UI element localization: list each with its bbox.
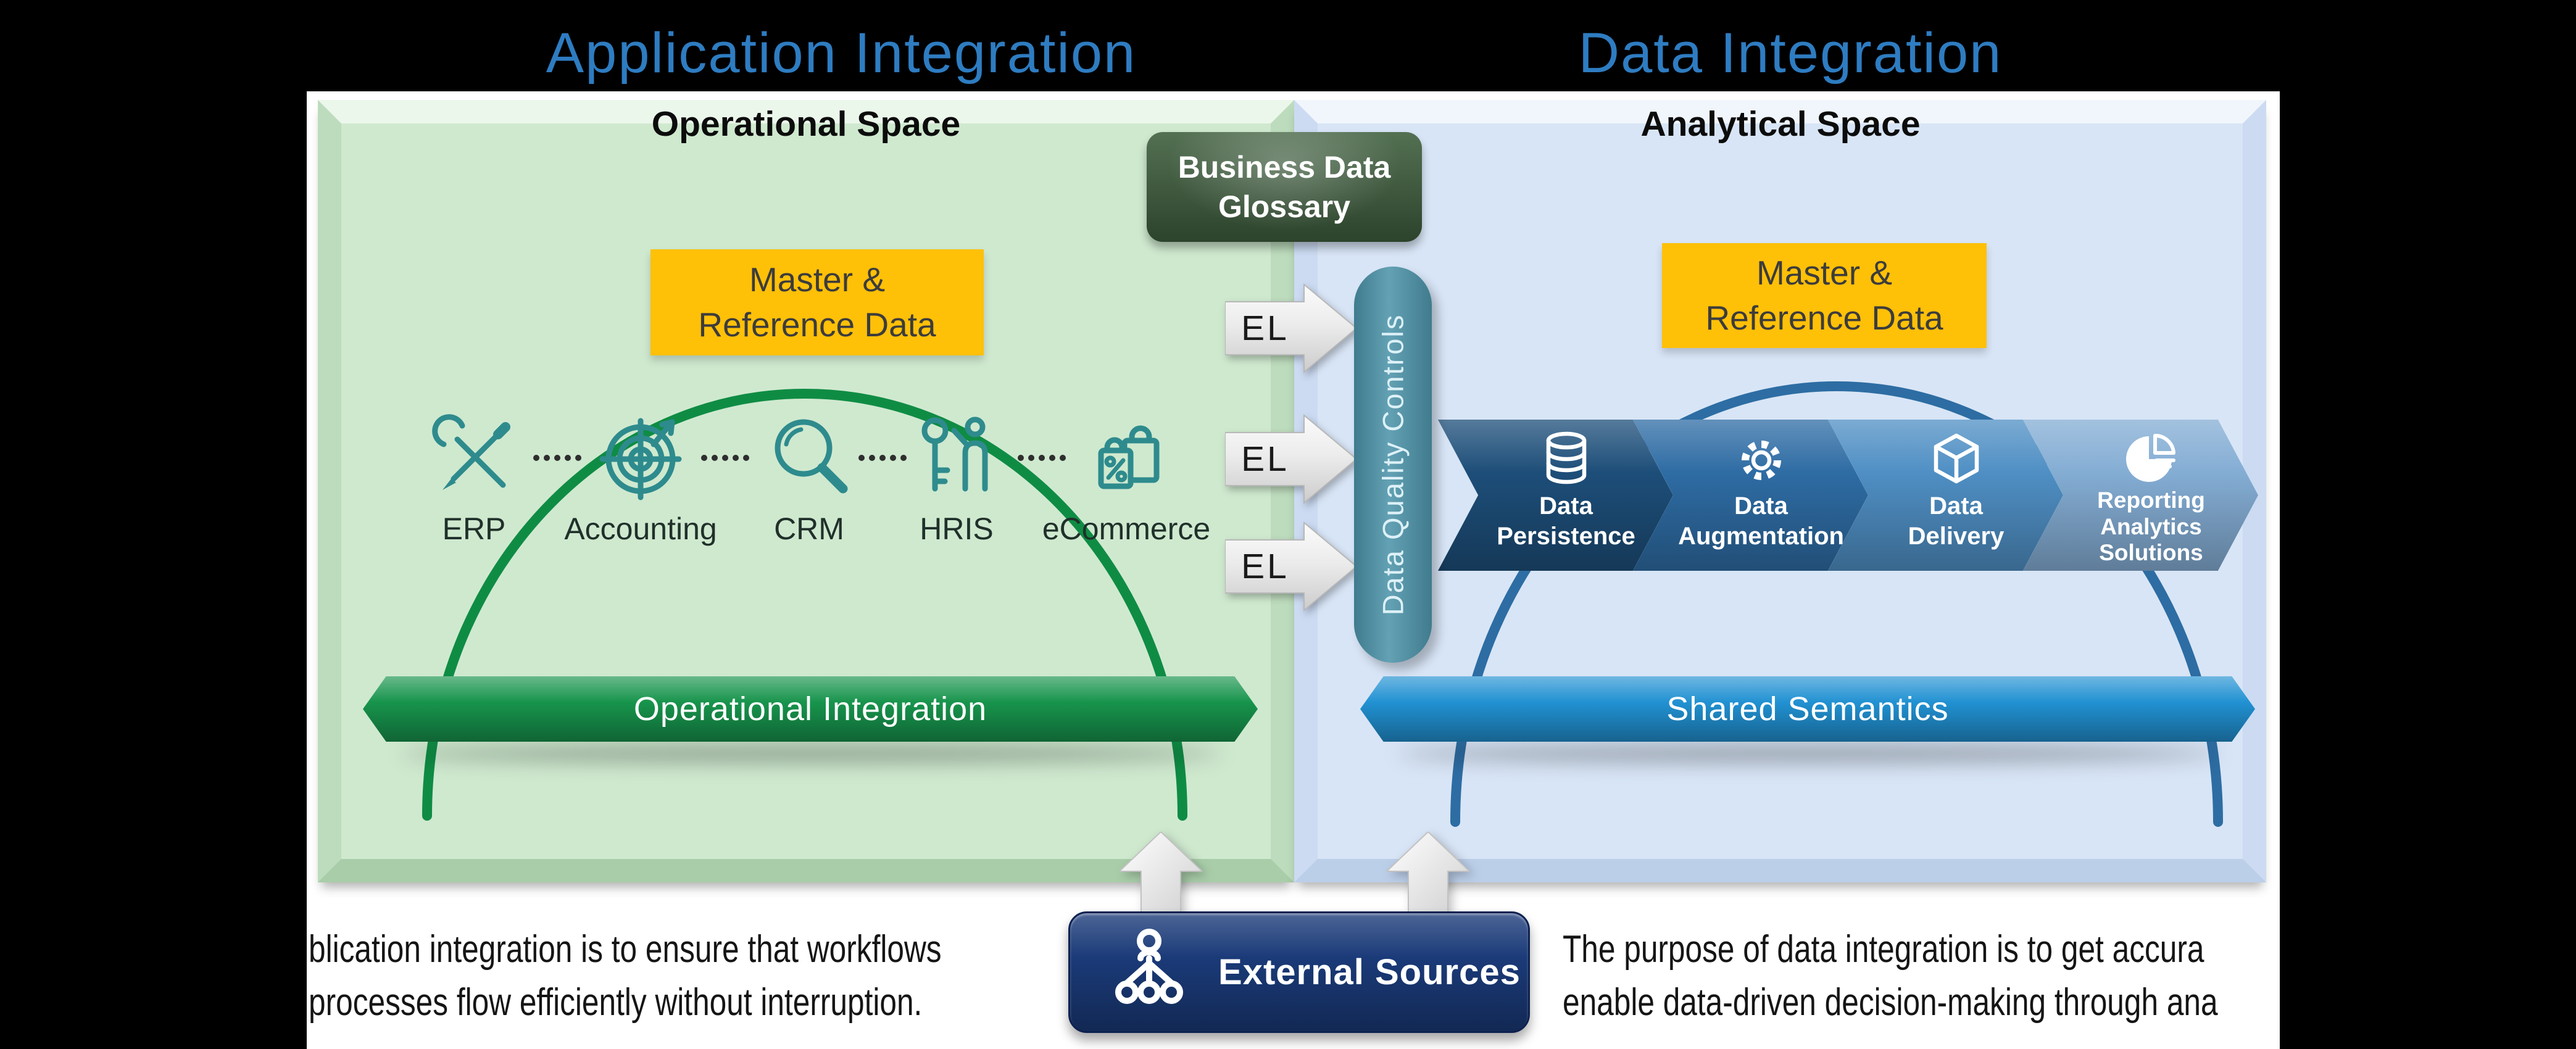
key-person-icon — [921, 417, 988, 492]
master-line2: Reference Data — [1705, 299, 1943, 337]
label-line: Delivery — [1908, 522, 2005, 550]
paragraph-line: blication integration is to ensure that … — [309, 928, 942, 971]
external-sources-box: External Sources — [1068, 911, 1530, 1033]
gear-icon — [1741, 441, 1781, 480]
target-icon — [599, 418, 682, 500]
el-label: EL — [1241, 547, 1289, 586]
label-line: Data — [1734, 492, 1788, 520]
letterbox-right — [2280, 0, 2576, 1049]
label-line: Persistence — [1497, 522, 1635, 550]
database-icon — [1546, 431, 1586, 484]
label-line: Augmentation — [1678, 522, 1844, 550]
pipeline-step-label: Data Persistence — [1497, 491, 1635, 552]
system-ecommerce: eCommerce — [1042, 410, 1210, 547]
letterbox-left — [0, 0, 307, 1049]
business-data-glossary-box: Business Data Glossary — [1147, 132, 1422, 242]
label-line: Reporting — [2097, 487, 2205, 513]
master-line1: Master & — [1756, 254, 1893, 292]
external-sources-label: External Sources — [1218, 952, 1521, 992]
master-reference-data-box-left: Master & Reference Data — [650, 249, 984, 355]
el-arrow-shape — [1224, 283, 1358, 374]
analytical-space-header: Analytical Space — [1640, 104, 1921, 144]
system-erp: ERP — [400, 410, 548, 547]
erp-icon — [432, 414, 510, 490]
master-reference-data-box-right: Master & Reference Data — [1662, 243, 1987, 348]
data-quality-controls-label: Data Quality Controls — [1376, 313, 1410, 616]
shared-semantics-banner: Shared Semantics — [1360, 676, 2255, 742]
el-arrow-shape — [1224, 521, 1358, 612]
banner-shadow — [401, 744, 1222, 763]
master-line1: Master & — [749, 260, 886, 299]
el-arrow-3: EL — [1224, 521, 1358, 612]
system-accounting: Accounting — [564, 410, 717, 547]
paragraph-line: processes flow efficiently without inter… — [309, 981, 923, 1024]
system-label: CRM — [774, 512, 844, 546]
up-arrow-icon — [1387, 832, 1469, 917]
master-line2: Reference Data — [698, 305, 936, 344]
el-arrow-1: EL — [1224, 283, 1358, 374]
glossary-line2: Glossary — [1218, 189, 1350, 224]
data-integration-title: Data Integration — [1578, 22, 2003, 85]
org-network-icon — [1115, 928, 1183, 1004]
application-integration-title: Application Integration — [546, 22, 1137, 85]
data-integration-text: The purpose of data integration is to ge… — [1563, 923, 2218, 1029]
system-crm: CRM — [735, 410, 883, 547]
operational-space-header: Operational Space — [651, 104, 961, 144]
label-line: Solutions — [2099, 540, 2203, 566]
el-arrow-2: EL — [1224, 413, 1358, 505]
paragraph-line: enable data-driven decision-making throu… — [1563, 981, 2218, 1024]
pipeline-step-label: Data Augmentation — [1678, 491, 1844, 552]
up-arrow-icon — [1120, 832, 1202, 917]
system-label: HRIS — [920, 512, 994, 546]
label-line: Data — [1539, 492, 1593, 520]
pipeline-step-label: Reporting Analytics Solutions — [2097, 487, 2205, 566]
shopping-bags-icon — [1098, 425, 1160, 489]
pie-chart-icon — [2125, 433, 2175, 482]
system-label: ERP — [442, 512, 506, 546]
glossary-line1: Business Data — [1178, 150, 1391, 185]
system-label: Accounting — [564, 512, 717, 546]
el-arrow-shape — [1224, 413, 1358, 505]
el-label: EL — [1241, 309, 1289, 348]
system-label: eCommerce — [1042, 512, 1211, 546]
label-line: Analytics — [2100, 513, 2202, 539]
operational-integration-banner: Operational Integration — [363, 676, 1258, 742]
application-integration-text: blication integration is to ensure that … — [309, 923, 942, 1029]
magnifier-icon — [775, 419, 848, 494]
banner-shadow — [1398, 744, 2219, 763]
system-hris: HRIS — [883, 410, 1031, 547]
pipeline-step-label: Data Delivery — [1908, 491, 2005, 552]
label-line: Data — [1929, 492, 1983, 520]
cube-icon — [1934, 433, 1979, 484]
paragraph-line: The purpose of data integration is to ge… — [1563, 928, 2204, 971]
data-quality-controls-capsule: Data Quality Controls — [1354, 267, 1432, 663]
letterbox-top — [0, 0, 2576, 91]
el-label: EL — [1241, 439, 1289, 479]
